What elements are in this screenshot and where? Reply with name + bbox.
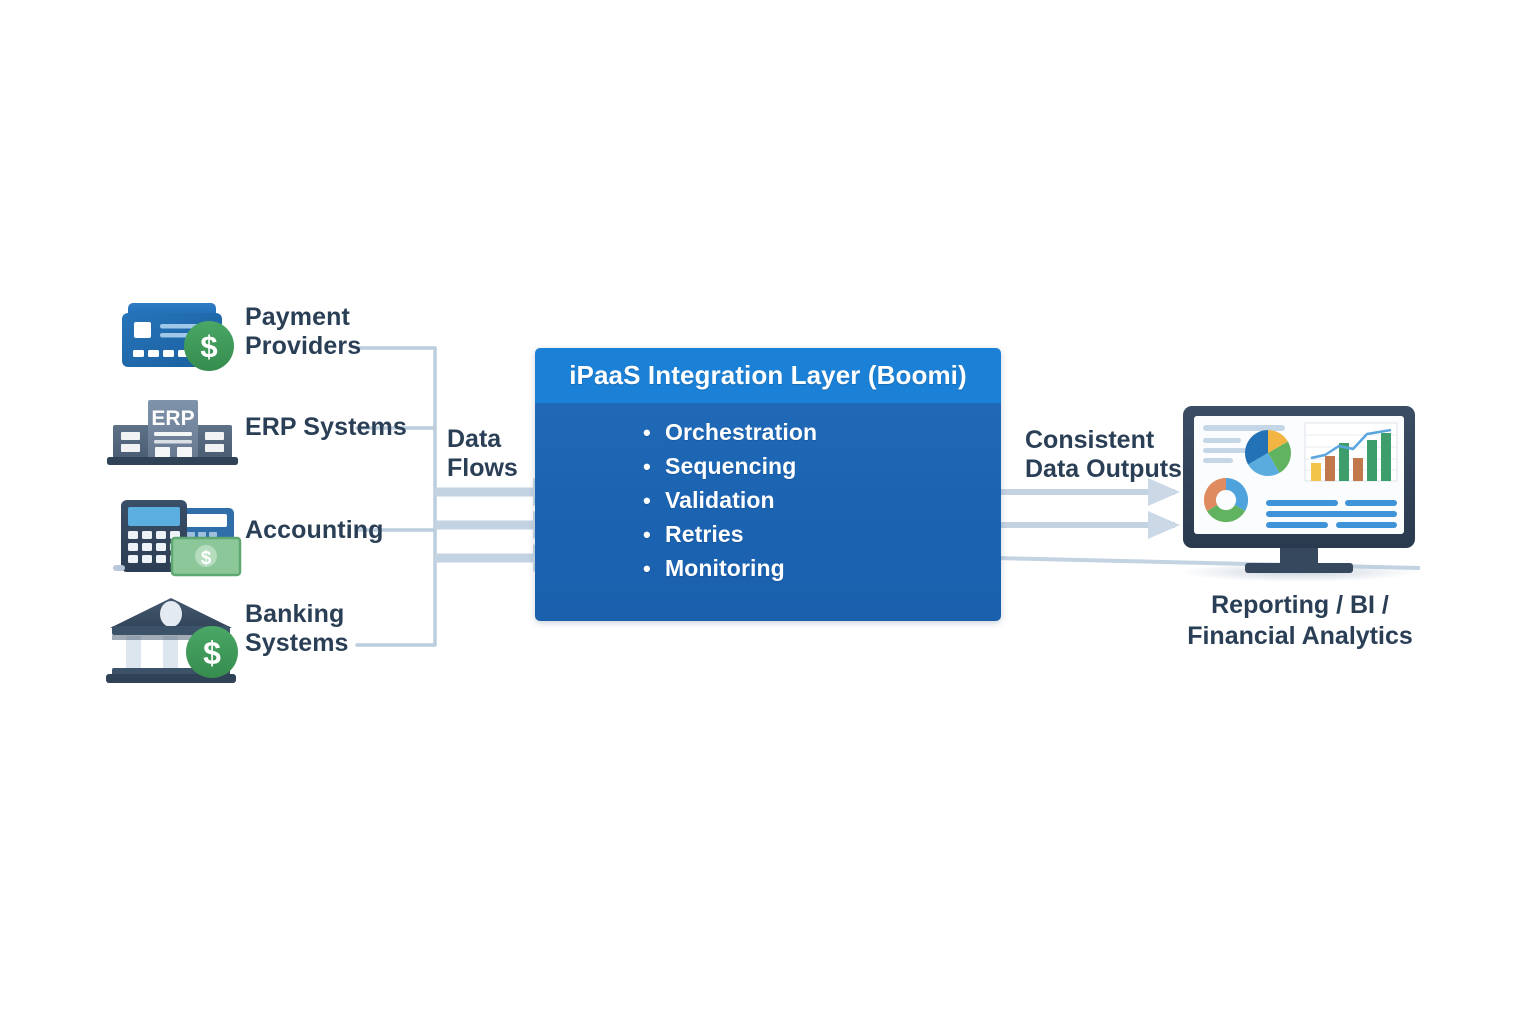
dashboard-pie-chart xyxy=(1245,430,1291,476)
credit-card-dollar-icon: $ xyxy=(122,303,234,371)
bullet-icon: • xyxy=(643,556,651,581)
dashboard-donut-chart xyxy=(1203,477,1249,523)
source-label-erp-systems: ERP Systems xyxy=(245,413,407,441)
hub-capability-item: • Orchestration xyxy=(643,419,1001,453)
bullet-icon: • xyxy=(643,420,651,445)
source-label-payment-providers: Payment Providers xyxy=(245,303,362,360)
svg-text:$: $ xyxy=(200,329,217,364)
hub-capability-label: Sequencing xyxy=(665,453,797,479)
source-label-banking-systems: Banking Systems xyxy=(245,600,349,657)
hub-header: iPaaS Integration Layer (Boomi) xyxy=(535,348,1001,403)
source-label-accounting: Accounting xyxy=(245,516,384,544)
hub-capability-item: • Validation xyxy=(643,487,1001,521)
hub-capability-label: Orchestration xyxy=(665,419,818,445)
dashboard-text-bars-bottom xyxy=(1266,500,1397,528)
dashboard-bar-chart xyxy=(1304,422,1398,482)
ipaas-integration-hub[interactable]: iPaaS Integration Layer (Boomi) • Orches… xyxy=(535,348,1001,621)
desktop-monitor-dashboard-icon xyxy=(1179,406,1419,582)
svg-text:$: $ xyxy=(203,635,221,671)
hub-capability-label: Monitoring xyxy=(665,555,785,581)
erp-icon-text: ERP xyxy=(151,407,194,430)
bullet-icon: • xyxy=(643,454,651,479)
erp-building-icon: ERP xyxy=(107,400,238,465)
hub-capability-item: • Monitoring xyxy=(643,555,1001,589)
dashboard-text-bars-top xyxy=(1203,425,1285,463)
hub-capability-list: • Orchestration • Sequencing • Validatio… xyxy=(535,403,1001,621)
hub-capability-item: • Sequencing xyxy=(643,453,1001,487)
bullet-icon: • xyxy=(643,522,651,547)
hub-title: iPaaS Integration Layer (Boomi) xyxy=(569,360,967,390)
bank-dollar-icon: $ xyxy=(106,598,238,683)
hub-capability-label: Validation xyxy=(665,487,775,513)
consistent-data-outputs-label: Consistent Data Outputs xyxy=(1025,426,1182,483)
reporting-bi-caption: Reporting / BI / Financial Analytics xyxy=(1187,591,1413,650)
data-flows-label: Data Flows xyxy=(447,425,518,482)
svg-text:$: $ xyxy=(201,548,212,569)
bullet-icon: • xyxy=(643,488,651,513)
hub-capability-item: • Retries xyxy=(643,521,1001,555)
hub-capability-label: Retries xyxy=(665,521,744,547)
calculator-money-icon: $ xyxy=(113,500,242,577)
